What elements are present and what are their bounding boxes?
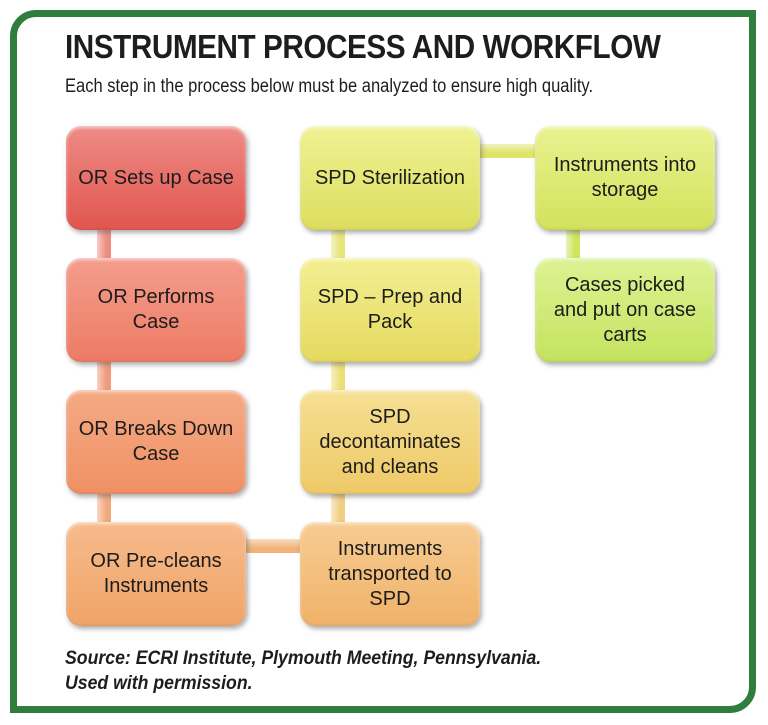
flow-box-or-performs-case: OR Performs Case (66, 258, 246, 362)
box-label: Instruments transported to SPD (328, 537, 452, 610)
connector-breaks-to-precleans (97, 490, 111, 526)
connector-performs-to-breaks (97, 358, 111, 394)
source-line2: Used with permission. (65, 673, 253, 694)
box-label: SPD – Prep and Pack (317, 286, 463, 333)
connector-precleans-to-transported (238, 539, 308, 553)
box-label: Instruments into storage (553, 154, 697, 201)
source-note: Source: ECRI Institute, Plymouth Meeting… (65, 646, 541, 696)
connector-sets-to-performs (97, 226, 111, 262)
flow-box-cases-picked: Cases picked and put on case carts (535, 258, 715, 362)
box-label: Cases picked and put on case carts (553, 273, 697, 346)
flow-box-or-precleans-instruments: OR Pre-cleans Instruments (66, 522, 246, 626)
connector-prep-to-decontaminates (331, 358, 345, 394)
connector-storage-to-cases (566, 226, 580, 262)
box-label: SPD Sterilization (314, 166, 466, 189)
flow-box-spd-sterilization: SPD Sterilization (300, 126, 480, 230)
connector-sterilization-to-storage (466, 144, 546, 158)
box-label: OR Breaks Down Case (78, 418, 234, 465)
connector-decontaminates-to-transported (331, 490, 345, 526)
box-label: SPD decontaminates and cleans (319, 405, 461, 478)
flow-box-or-breaks-down-case: OR Breaks Down Case (66, 390, 246, 494)
flow-box-spd-prep-and-pack: SPD – Prep and Pack (300, 258, 480, 362)
flow-box-instruments-transported: Instruments transported to SPD (300, 522, 480, 626)
box-label: OR Sets up Case (78, 166, 234, 189)
connector-sterilization-to-prep (331, 226, 345, 262)
subtitle: Each step in the process below must be a… (65, 76, 594, 97)
flow-box-instruments-into-storage: Instruments into storage (535, 126, 715, 230)
page-title: INSTRUMENT PROCESS AND WORKFLOW (65, 28, 661, 65)
flow-box-spd-decontaminates: SPD decontaminates and cleans (300, 390, 480, 494)
flow-box-or-sets-up-case: OR Sets up Case (66, 126, 246, 230)
source-line1: Source: ECRI Institute, Plymouth Meeting… (65, 648, 542, 669)
box-label: OR Pre-cleans Instruments (90, 550, 222, 597)
box-label: OR Performs Case (97, 286, 215, 333)
